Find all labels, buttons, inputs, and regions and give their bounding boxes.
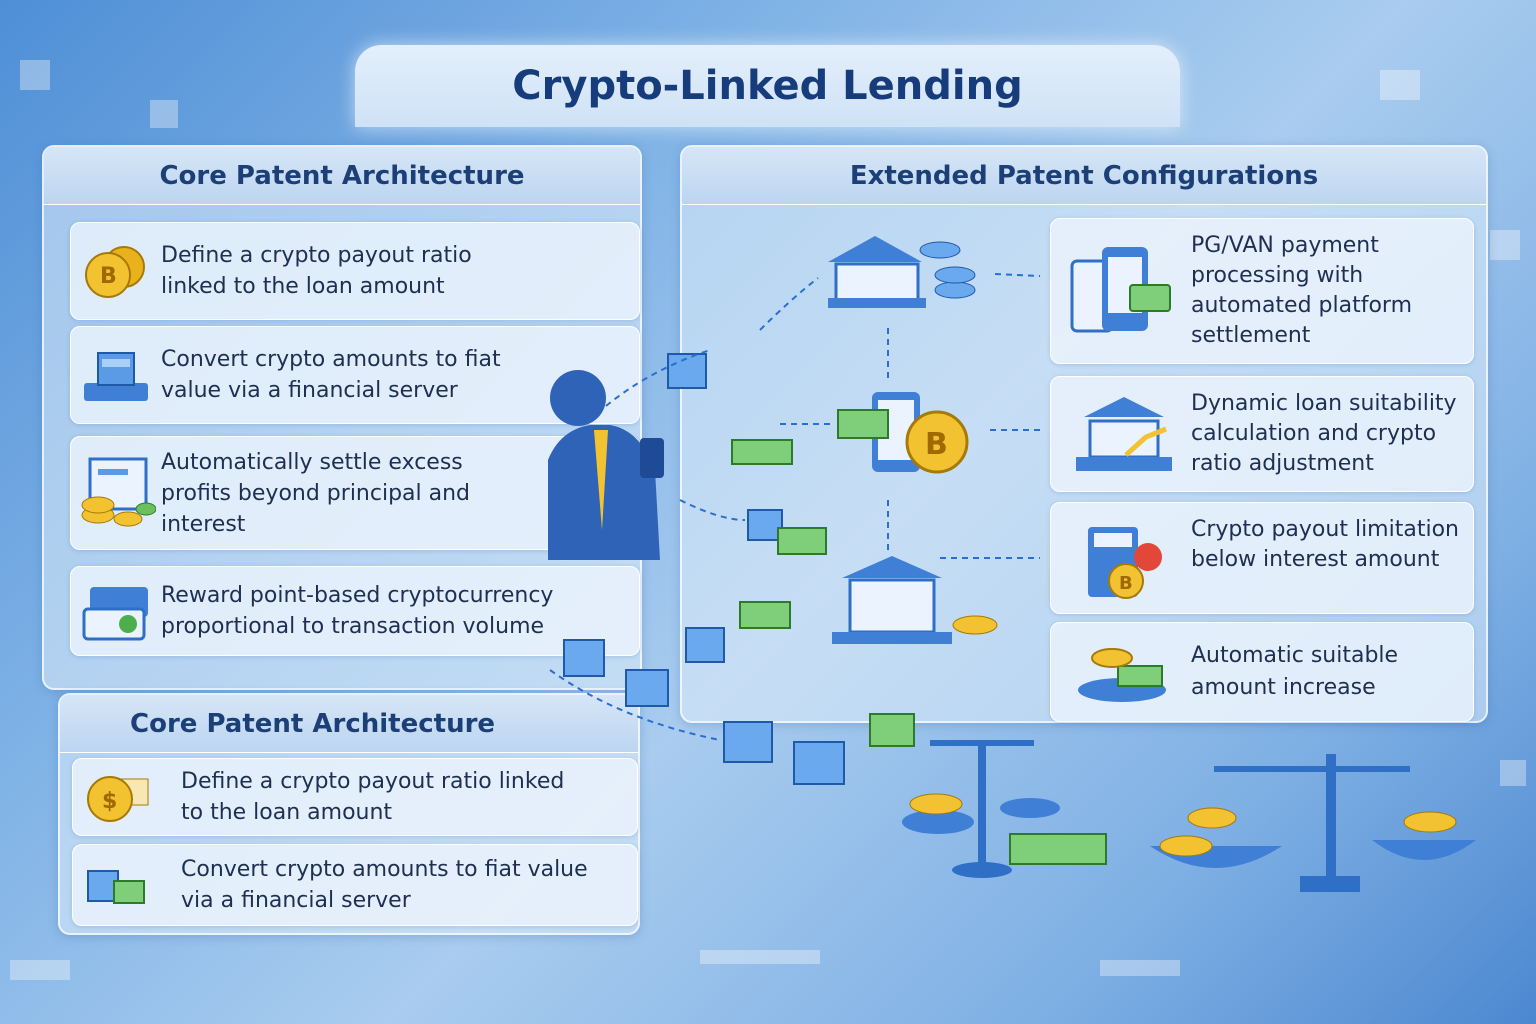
panel-header: Extended Patent Configurations [682, 147, 1486, 205]
title-banner: Crypto-Linked Lending [355, 45, 1180, 127]
list-item: Reward point-based cryptocurrency propor… [70, 566, 640, 656]
list-item: Convert crypto amounts to fiat value via… [70, 326, 640, 424]
wallet-card-icon [71, 579, 161, 643]
item-text: Define a crypto payout ratio linked to t… [161, 243, 472, 299]
server-icon [71, 343, 161, 407]
item-text: Convert crypto amounts to fiat value via… [161, 347, 501, 403]
panel-header: Core Patent Architecture [44, 147, 640, 205]
page-title: Crypto-Linked Lending [512, 63, 1023, 109]
item-text: Reward point-based cryptocurrency propor… [161, 583, 554, 639]
item-text: Automatically settle excess profits beyo… [161, 449, 471, 537]
dollar-coin-icon: $ [73, 767, 163, 827]
list-item: $ Define a crypto payout ratio linked to… [72, 758, 638, 836]
list-item: B Define a crypto payout ratio linked to… [70, 222, 640, 320]
item-text: Convert crypto amounts to fiat value via… [181, 857, 588, 913]
list-item: B Crypto payout limitation below interes… [1050, 502, 1474, 614]
list-item: PG/VAN payment processing with automated… [1050, 218, 1474, 364]
scale-left [902, 740, 1060, 878]
payment-terminal-icon [1051, 241, 1191, 341]
coins-cash-icon [1051, 632, 1191, 712]
list-item: Automatically settle excess profits beyo… [70, 436, 640, 550]
calculator-coin-icon: B [1051, 513, 1191, 603]
dashboard-coins-icon [71, 453, 161, 533]
item-text: Define a crypto payout ratio linked to t… [181, 769, 565, 825]
list-item: Convert crypto amounts to fiat value via… [72, 844, 638, 926]
cube-cash-icon [73, 855, 163, 915]
item-text: Dynamic loan suitability calculation and… [1191, 391, 1457, 476]
bitcoin-coins-icon: B [71, 241, 161, 301]
svg-text:B: B [100, 264, 117, 289]
item-text: Crypto payout limitation below interest … [1191, 517, 1459, 572]
list-item: Dynamic loan suitability calculation and… [1050, 376, 1474, 492]
item-text: PG/VAN payment processing with automated… [1191, 233, 1413, 348]
bank-chart-icon [1051, 389, 1191, 479]
panel-header: Core Patent Architecture [60, 695, 638, 753]
svg-text:$: $ [102, 789, 117, 814]
svg-text:B: B [1119, 573, 1133, 594]
list-item: Automatic suitable amount increase [1050, 622, 1474, 722]
scale-right [1150, 754, 1476, 892]
item-text: Automatic suitable amount increase [1191, 643, 1399, 700]
